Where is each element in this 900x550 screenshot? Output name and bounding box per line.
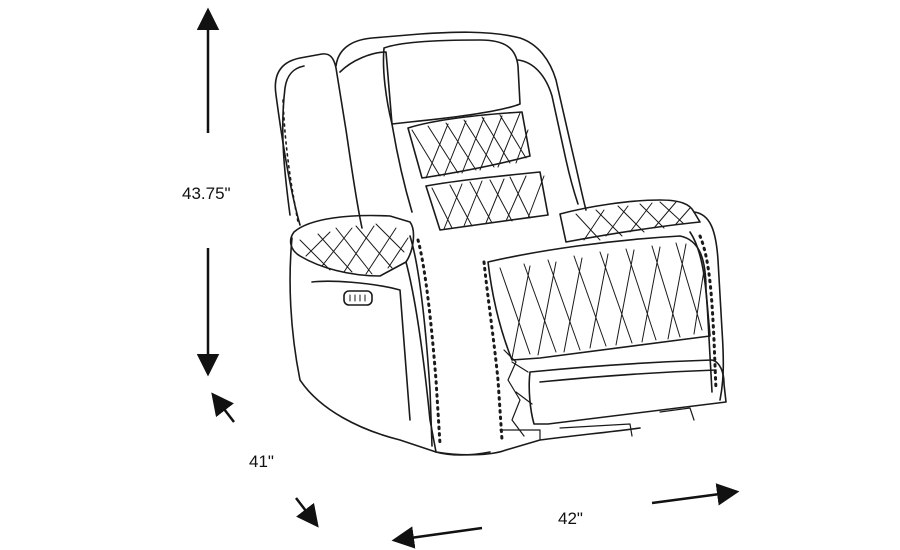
- back-lower-panel: [425, 171, 549, 231]
- left-wing-inner: [281, 65, 305, 216]
- depth-dimension-label: 41": [249, 452, 274, 471]
- back-diamond-stitch: [411, 112, 529, 179]
- recline-mechanism: [499, 349, 695, 441]
- back-diamond-panel: [407, 111, 531, 179]
- right-armrest-top: [559, 199, 701, 243]
- left-arm-body: [289, 237, 437, 453]
- depth-dimension-arrows: [211, 392, 319, 528]
- power-control-buttons: [349, 294, 366, 302]
- seat-nailhead-trim: [482, 260, 504, 442]
- seat-cushion-outline: [487, 235, 711, 361]
- width-arrow-left: [391, 526, 483, 549]
- back-lower-stitch: [431, 175, 545, 230]
- right-armrest-diamond: [575, 201, 691, 241]
- left-arm-front: [405, 261, 491, 456]
- back-cushion-left-bolster: [339, 51, 413, 213]
- left-arm-inner-trim: [409, 235, 433, 447]
- back-cushion-right-bolster: [517, 59, 579, 205]
- width-dimension-label: 42": [558, 509, 583, 528]
- width-dimension-arrows: [391, 483, 740, 549]
- right-arm-nailhead-trim: [698, 234, 718, 392]
- back-cushion-headrest: [382, 39, 521, 125]
- height-dimension-label: 43.75": [182, 184, 231, 203]
- left-arm-side-panel: [311, 280, 411, 421]
- back-cushion-outline: [335, 31, 587, 211]
- depth-arrow-back: [211, 392, 235, 423]
- left-wing-welt: [282, 99, 299, 223]
- power-control-panel: [343, 290, 373, 306]
- seat-cushion-diamond: [499, 242, 705, 359]
- right-arm-body: [693, 211, 725, 401]
- recliner-drawing: [274, 31, 727, 456]
- chair-base: [435, 427, 641, 456]
- width-arrow-right: [651, 483, 740, 506]
- depth-arrow-front: [295, 497, 319, 528]
- left-wing-outline: [274, 53, 363, 229]
- leg-rest-inner: [539, 369, 717, 383]
- left-armrest-top: [289, 214, 415, 277]
- leg-rest-outline: [528, 359, 727, 425]
- left-armrest-diamond: [299, 223, 409, 275]
- left-arm-nailhead-trim: [416, 238, 442, 446]
